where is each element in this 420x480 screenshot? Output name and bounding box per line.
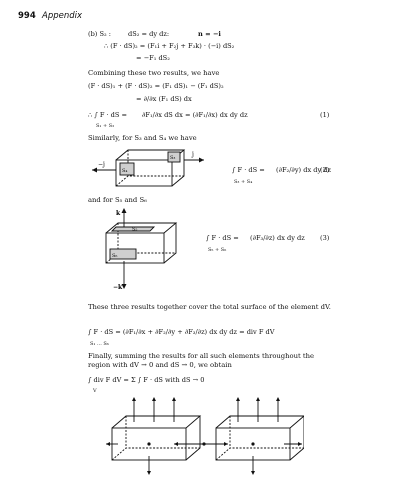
figure-adjacent-elements [106,397,304,475]
box-top-face [105,222,178,234]
equation-2-subscript: S₃ + S₄ [234,179,253,185]
label-s6: S₆ [112,253,117,259]
part-b-flux-result: = −F₁ dS₂ [136,54,170,62]
equation-3-rhs: (∂F₃/∂z) dx dy dz [250,234,305,242]
s4-face-shade [119,162,135,176]
s3-face-shade [167,151,181,163]
combining-sentence: Combining these two results, we have [88,69,220,77]
divergence-theorem-subscript: V [93,388,97,394]
combine-equation-1: (F · dS)₁ + (F · dS)₂ = (F₁ dS)₁ − (F₁ d… [88,82,224,90]
total-surface-subscript: S₁ ... S₆ [90,341,109,347]
arrowhead-right [199,157,204,163]
arrowhead-down [121,284,127,289]
part-b-normal-definition: n = −i [198,30,221,38]
part-b-flux-expression: ∴ (F · dS)₂ = (F₁i + F₂j + F₃k) · (−i) d… [104,42,235,50]
label-minus-k: −k [113,284,123,291]
equation-3-subscript: S₅ + S₆ [208,247,227,253]
box-side-face [163,223,177,264]
figure-s3-s4-box: −j j S₃ S₄ [92,149,204,187]
label-s4: S₄ [122,168,127,174]
equation-2-lhs: ∫ F · dS = [232,166,265,174]
combine-equation-3-rhs: ∂F₁/∂x dS dx = (∂F₁/∂x) dx dy dz [142,111,248,119]
equation-number-3: (3) [320,234,330,242]
label-j: j [191,151,194,158]
paragraph-cover-surface: These three results together cover the t… [88,303,331,311]
combine-equation-2: = ∂/∂x (F₁ dS) dx [136,95,192,103]
label-k: k [116,210,121,217]
figure-s5-s6-box: k −k S₅ S₆ [105,208,178,291]
combine-equation-3-lhs: ∴ ∫ F · dS = [88,111,128,119]
arrowhead-up [121,208,127,213]
s5-s6-sentence: and for S₅ and S₆ [88,196,147,204]
box-front-face [115,159,173,187]
equation-2-rhs: (∂F₂/∂y) dx dy dz [276,166,331,174]
running-head-title: Appendix [42,11,83,21]
page-number: 994 [18,11,36,21]
similarly-sentence: Similarly, for S₃ and S₄ we have [88,134,197,142]
part-b-label: (b) S₂ : [88,30,111,38]
label-s3: S₃ [170,155,175,161]
divergence-theorem-equation: ∫ div F dV = Σ ∫ F · dS with dS → 0 [88,376,205,384]
s5-face-shade [110,226,156,232]
arrowhead-left [92,167,97,173]
paragraph-final-summation: Finally, summing the results for all suc… [88,352,315,370]
part-b-ds-definition: dS₂ = dy dz: [128,30,170,38]
equation-3-lhs: ∫ F · dS = [206,234,239,242]
equation-number-1: (1) [320,111,330,119]
s6-face-shade [109,248,137,260]
equation-number-2: (2) [320,166,330,174]
total-surface-equation: ∫ F · dS = (∂F₁/∂x + ∂F₂/∂y + ∂F₃/∂z) dx… [88,328,275,336]
label-s5: S₅ [132,227,137,233]
label-minus-j: −j [98,161,105,168]
box-front-face [105,232,165,264]
combine-equation-3-subscript: S₁ + S₂ [96,123,115,129]
